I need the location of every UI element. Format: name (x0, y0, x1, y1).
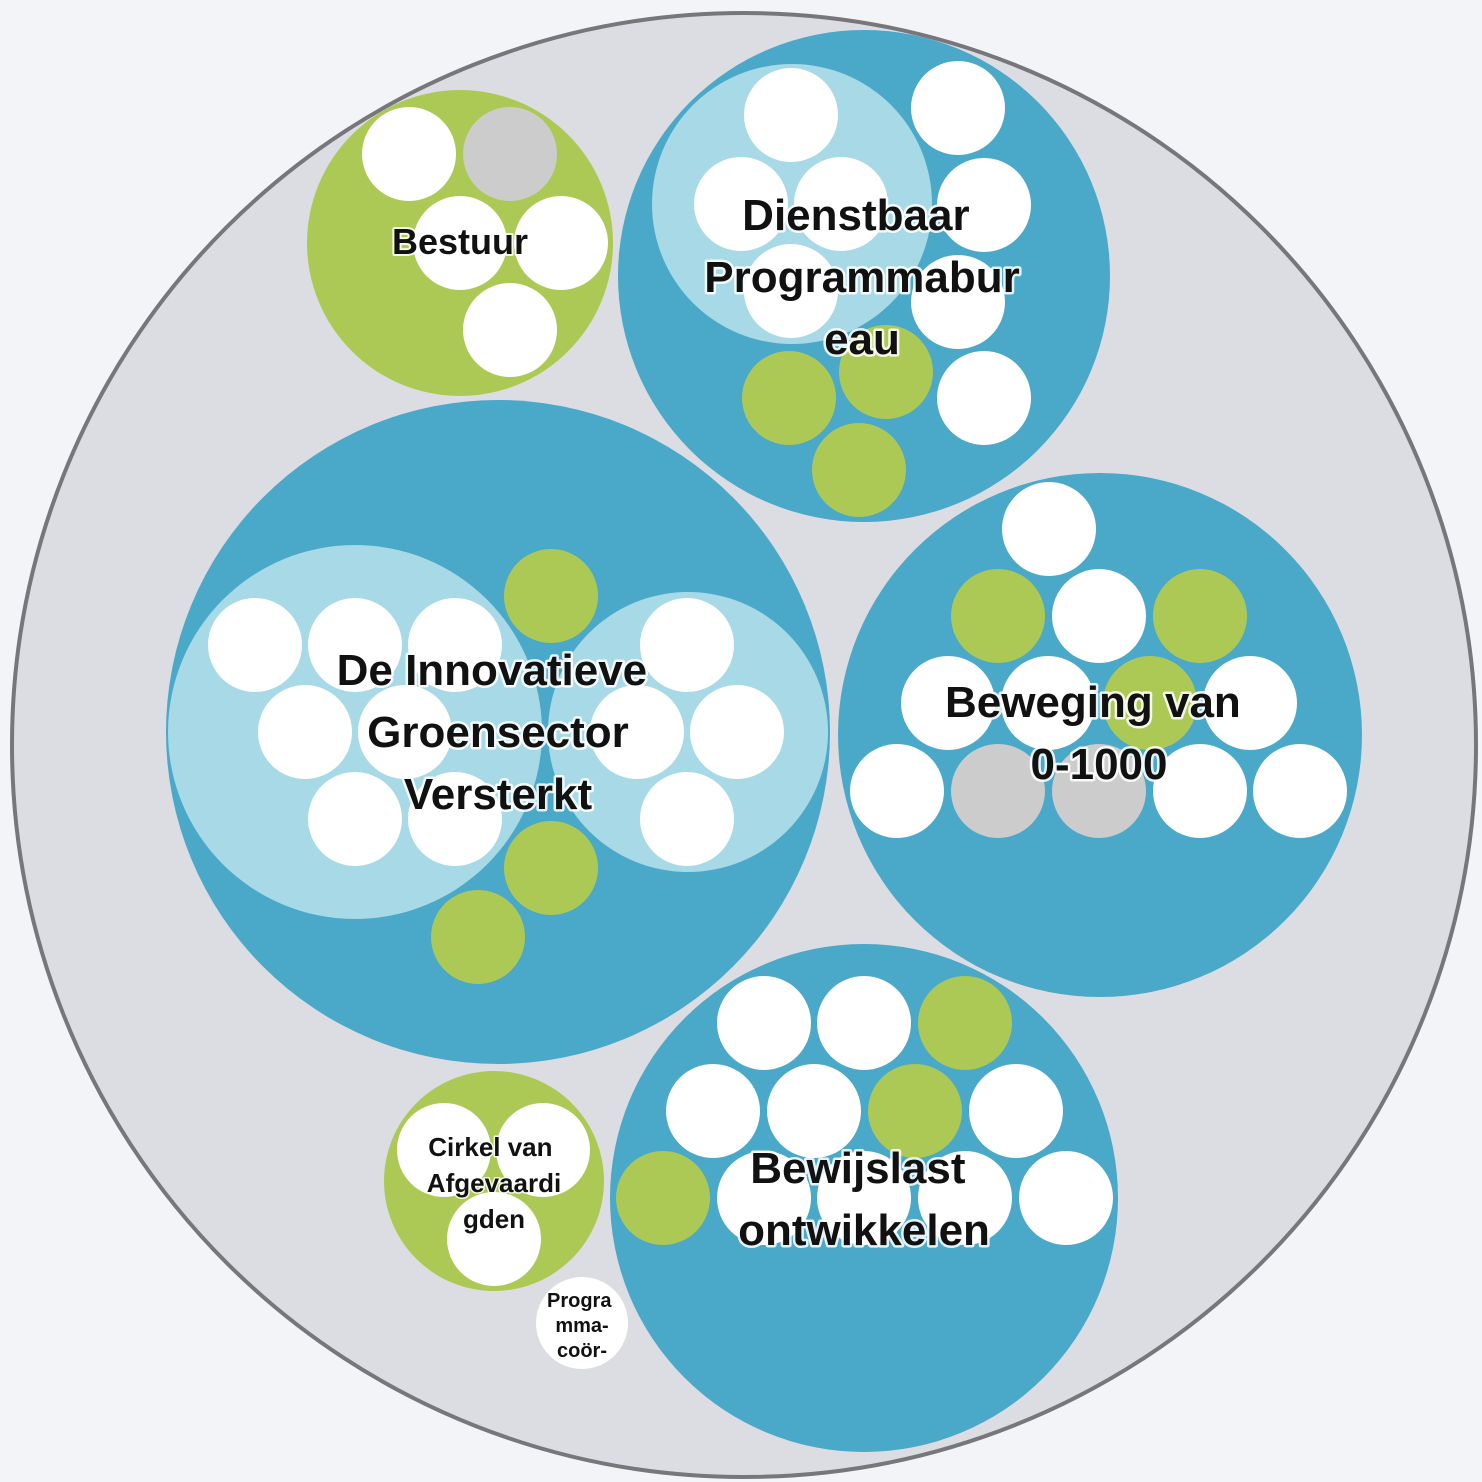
circle-afgevaardigden-label-line: Afgevaardi (427, 1168, 561, 1198)
role-node[interactable] (590, 685, 684, 779)
role-node[interactable] (308, 598, 402, 692)
role-node[interactable] (463, 107, 557, 201)
role-node[interactable] (1203, 656, 1297, 750)
role-node[interactable] (694, 157, 788, 251)
role-node[interactable] (868, 1064, 962, 1158)
role-node[interactable] (918, 976, 1012, 1070)
role-node[interactable] (744, 68, 838, 162)
role-node[interactable] (1103, 656, 1197, 750)
circle-programma-coordinator-label: Progra mma-coör- (547, 1290, 617, 1362)
role-node[interactable] (358, 685, 452, 779)
circle-programma-coordinator-label-line: Progra (547, 1290, 612, 1312)
circle-bewijslast-ontwikkelen[interactable]: Bewijslast ontwikkelen (610, 944, 1118, 1452)
circle-dienstbaar-label: Dienstbaar Programmabur eau (704, 191, 1019, 364)
role-node[interactable] (839, 325, 933, 419)
subcircle-dienstbaar[interactable] (652, 64, 932, 344)
role-node[interactable] (742, 351, 836, 445)
role-node[interactable] (850, 744, 944, 838)
role-node[interactable] (717, 976, 811, 1070)
role-node[interactable] (362, 107, 456, 201)
role-node[interactable] (408, 772, 502, 866)
circle-cirkel-van-afgevaardigden[interactable]: Cirkel van Afgevaardi gden (384, 1071, 604, 1291)
circle-innovatieve-label-line: Versterkt (404, 770, 593, 819)
circle-programma-coordinator[interactable]: Progra mma-coör- (536, 1277, 628, 1369)
role-node[interactable] (937, 158, 1031, 252)
circle-dienstbaar-label-line: Programmabur (704, 253, 1019, 302)
role-node[interactable] (463, 283, 557, 377)
circle-beweging-label-line: Beweging van (945, 678, 1241, 727)
role-node[interactable] (431, 890, 525, 984)
role-node[interactable] (744, 244, 838, 338)
role-node[interactable] (308, 772, 402, 866)
role-node[interactable] (666, 1064, 760, 1158)
circle-afgevaardigden-label: Cirkel van Afgevaardi gden (427, 1132, 561, 1234)
circle-dienstbaar-label-line: eau (824, 315, 900, 364)
circle-bewijslast-label: Bewijslast ontwikkelen (738, 1144, 990, 1255)
role-node[interactable] (1002, 482, 1096, 576)
role-node[interactable] (496, 1103, 590, 1197)
subcircle-innovatieve-right[interactable] (548, 592, 828, 872)
role-node[interactable] (794, 157, 888, 251)
circle-dienstbaar-label-line: Dienstbaar (742, 191, 969, 240)
role-node[interactable] (901, 656, 995, 750)
circle-beweging-label: Beweging van 0-1000 (945, 678, 1253, 789)
circle-bestuur-label: Bestuur (392, 221, 528, 262)
role-node[interactable] (951, 744, 1045, 838)
circle-bestuur-label-line: Bestuur (392, 221, 528, 262)
circle-beweging-label-line: 0-1000 (1030, 740, 1167, 789)
role-node[interactable] (911, 61, 1005, 155)
circle-programma-coordinator-label-line: mma- (555, 1315, 608, 1337)
role-node[interactable] (817, 976, 911, 1070)
role-node[interactable] (447, 1192, 541, 1286)
role-node[interactable] (408, 598, 502, 692)
role-node[interactable] (812, 423, 906, 517)
role-node[interactable] (717, 1151, 811, 1245)
circle-innovatieve-label-line: De Innovatieve (337, 646, 648, 695)
circle-programma-coordinator-bg[interactable] (536, 1277, 628, 1369)
role-node[interactable] (969, 1064, 1063, 1158)
role-node[interactable] (1052, 569, 1146, 663)
role-node[interactable] (1019, 1151, 1113, 1245)
circle-afgevaardigden-label-line: gden (463, 1204, 525, 1234)
circle-beweging-0-1000[interactable]: Beweging van 0-1000 (838, 473, 1362, 997)
role-node[interactable] (413, 196, 507, 290)
role-node[interactable] (397, 1103, 491, 1197)
circle-innovatieve-label-line: Groensector (367, 708, 629, 757)
circle-bewijslast-label-line: Bewijslast (750, 1144, 966, 1193)
role-node[interactable] (690, 685, 784, 779)
role-node[interactable] (1052, 744, 1146, 838)
circle-afgevaardigden-label-line: Cirkel van (428, 1132, 552, 1162)
role-node[interactable] (911, 255, 1005, 349)
role-node[interactable] (504, 549, 598, 643)
role-node[interactable] (1153, 569, 1247, 663)
role-node[interactable] (258, 685, 352, 779)
role-node[interactable] (1001, 656, 1095, 750)
role-node[interactable] (1153, 744, 1247, 838)
role-node[interactable] (918, 1151, 1012, 1245)
circle-bestuur[interactable]: Bestuur (307, 90, 613, 396)
circle-bewijslast-label-line: ontwikkelen (738, 1206, 990, 1255)
role-node[interactable] (817, 1151, 911, 1245)
role-node[interactable] (1253, 744, 1347, 838)
role-node[interactable] (951, 569, 1045, 663)
role-node[interactable] (937, 351, 1031, 445)
circle-dienstbaar-programmabureau[interactable]: Dienstbaar Programmabur eau (618, 30, 1110, 522)
role-node[interactable] (504, 821, 598, 915)
role-node[interactable] (616, 1151, 710, 1245)
circle-programma-coordinator-label-line: coör- (557, 1340, 607, 1362)
role-node[interactable] (514, 196, 608, 290)
role-node[interactable] (640, 772, 734, 866)
role-node[interactable] (208, 598, 302, 692)
role-node[interactable] (640, 598, 734, 692)
role-node[interactable] (767, 1064, 861, 1158)
